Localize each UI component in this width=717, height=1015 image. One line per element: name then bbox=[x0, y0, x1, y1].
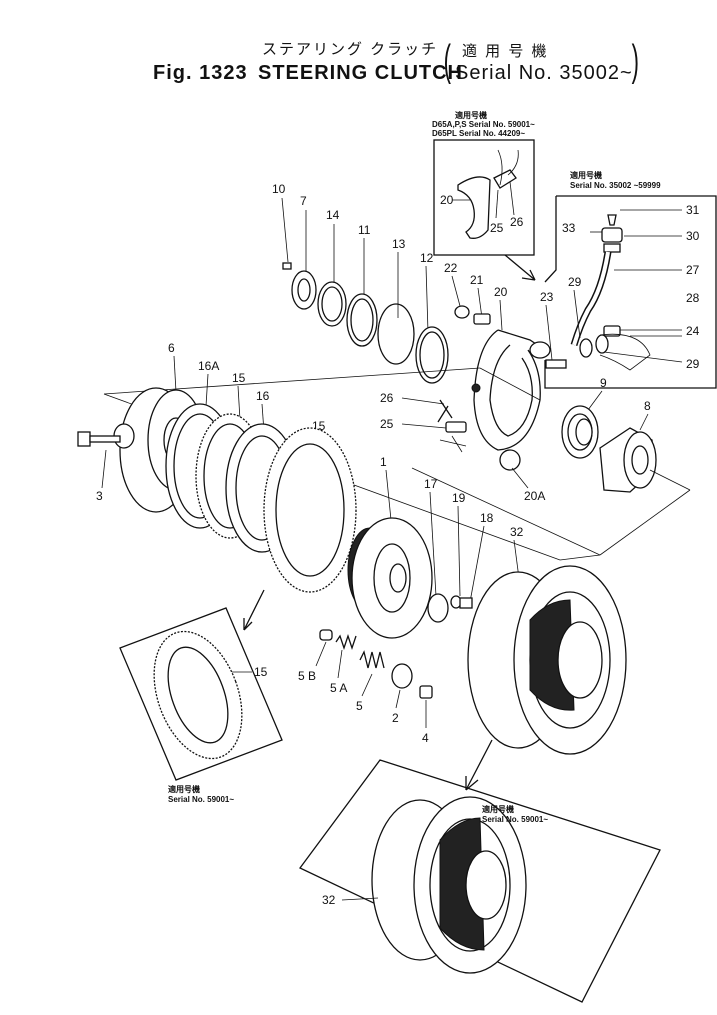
callout-16a: 16A bbox=[198, 359, 219, 373]
seal-ring-group: 10 7 14 11 13 12 bbox=[272, 182, 449, 384]
pin-spring-group: 26 25 bbox=[380, 391, 467, 453]
inset-serial-line1: D65A,P,S Serial No. 59001~ bbox=[432, 120, 535, 129]
inset-bottom-jp-label: 適用号機 bbox=[482, 804, 514, 814]
clutch-housing-32: 32 bbox=[467, 525, 627, 755]
callout-17: 17 bbox=[424, 477, 438, 491]
bolt-3: 3 bbox=[77, 431, 121, 503]
callout-5a: 5 A bbox=[330, 681, 347, 695]
inset-housing-32: 32 適用号機 Serial No. 59001~ bbox=[299, 739, 661, 1003]
callout-7: 7 bbox=[300, 194, 307, 208]
callout-15-inset: 15 bbox=[254, 665, 268, 679]
callout-20a: 20A bbox=[524, 489, 545, 503]
bearing-cage-group: 9 8 bbox=[561, 376, 691, 493]
callout-26: 26 bbox=[380, 391, 394, 405]
figure-number: Fig. 1323 bbox=[153, 62, 248, 84]
inset-right-jp-label: 適用号機 bbox=[570, 170, 602, 180]
inset-serial-line2: D65PL Serial No. 44209~ bbox=[432, 129, 525, 138]
inset-left-serial: Serial No. 59001~ bbox=[168, 795, 234, 804]
inset-right-serial: Serial No. 35002 ~59999 bbox=[570, 181, 661, 190]
callout-31: 31 bbox=[686, 203, 700, 217]
callout-29-right: 29 bbox=[686, 357, 700, 371]
hub-disc-stack: 6 16A 15 16 15 bbox=[113, 341, 357, 593]
callout-23: 23 bbox=[540, 290, 554, 304]
japanese-applicable-label: 適 用 号 機 bbox=[462, 43, 549, 60]
callout-30: 30 bbox=[686, 229, 700, 243]
inset-lube-line: 適用号機 Serial No. 35002 ~59999 31 30 33 27… bbox=[544, 170, 717, 389]
left-parenthesis: ( bbox=[443, 36, 451, 85]
callout-5: 5 bbox=[356, 699, 363, 713]
callout-4: 4 bbox=[422, 731, 429, 745]
callout-27: 27 bbox=[686, 263, 700, 277]
callout-28: 28 bbox=[686, 291, 700, 305]
callout-15-upper: 15 bbox=[232, 371, 246, 385]
callout-32-inset: 32 bbox=[322, 893, 336, 907]
callout-8: 8 bbox=[644, 399, 651, 413]
callout-11: 11 bbox=[358, 223, 371, 237]
brake-band-group: 22 21 20 23 bbox=[444, 261, 567, 471]
callout-13: 13 bbox=[392, 237, 406, 251]
figure-title: STEERING CLUTCH bbox=[258, 62, 463, 84]
callout-24: 24 bbox=[686, 324, 700, 338]
inset-callout-20: 20 bbox=[440, 193, 454, 207]
callout-19: 19 bbox=[452, 491, 466, 505]
callout-3: 3 bbox=[96, 489, 103, 503]
serial-range: Serial No. 35002~ bbox=[455, 62, 633, 84]
callout-9: 9 bbox=[600, 376, 607, 390]
clutch-drum-group: 1 17 19 18 bbox=[347, 455, 494, 639]
callout-10: 10 bbox=[272, 182, 286, 196]
callout-1: 1 bbox=[380, 455, 387, 469]
callout-6: 6 bbox=[168, 341, 175, 355]
inset-left-jp-label: 適用号機 bbox=[168, 784, 200, 794]
callout-14: 14 bbox=[326, 208, 340, 222]
inset-brake-band-alt: 適用号機 D65A,P,S Serial No. 59001~ D65PL Se… bbox=[432, 110, 536, 281]
callout-25: 25 bbox=[380, 417, 394, 431]
callout-2: 2 bbox=[392, 711, 399, 725]
callout-12: 12 bbox=[420, 251, 434, 265]
inset-callout-25: 25 bbox=[490, 221, 504, 235]
callout-18: 18 bbox=[480, 511, 494, 525]
inset-jp-label: 適用号機 bbox=[455, 110, 487, 120]
callout-5b: 5 B bbox=[298, 669, 316, 683]
callout-16: 16 bbox=[256, 389, 270, 403]
inset-callout-26: 26 bbox=[510, 215, 524, 229]
callout-29: 29 bbox=[568, 275, 582, 289]
callout-20: 20 bbox=[494, 285, 508, 299]
callout-32: 32 bbox=[510, 525, 524, 539]
callout-22: 22 bbox=[444, 261, 458, 275]
japanese-title: ステアリング クラッチ bbox=[262, 41, 439, 58]
inset-disc-15: 15 適用号機 Serial No. 59001~ bbox=[119, 589, 283, 804]
spring-bolt-group: 5 B 5 A 5 2 4 bbox=[298, 629, 433, 745]
inset-bottom-serial: Serial No. 59001~ bbox=[482, 815, 548, 824]
callout-33: 33 bbox=[562, 221, 576, 235]
callout-21: 21 bbox=[470, 273, 484, 287]
right-parenthesis: ) bbox=[631, 36, 639, 85]
